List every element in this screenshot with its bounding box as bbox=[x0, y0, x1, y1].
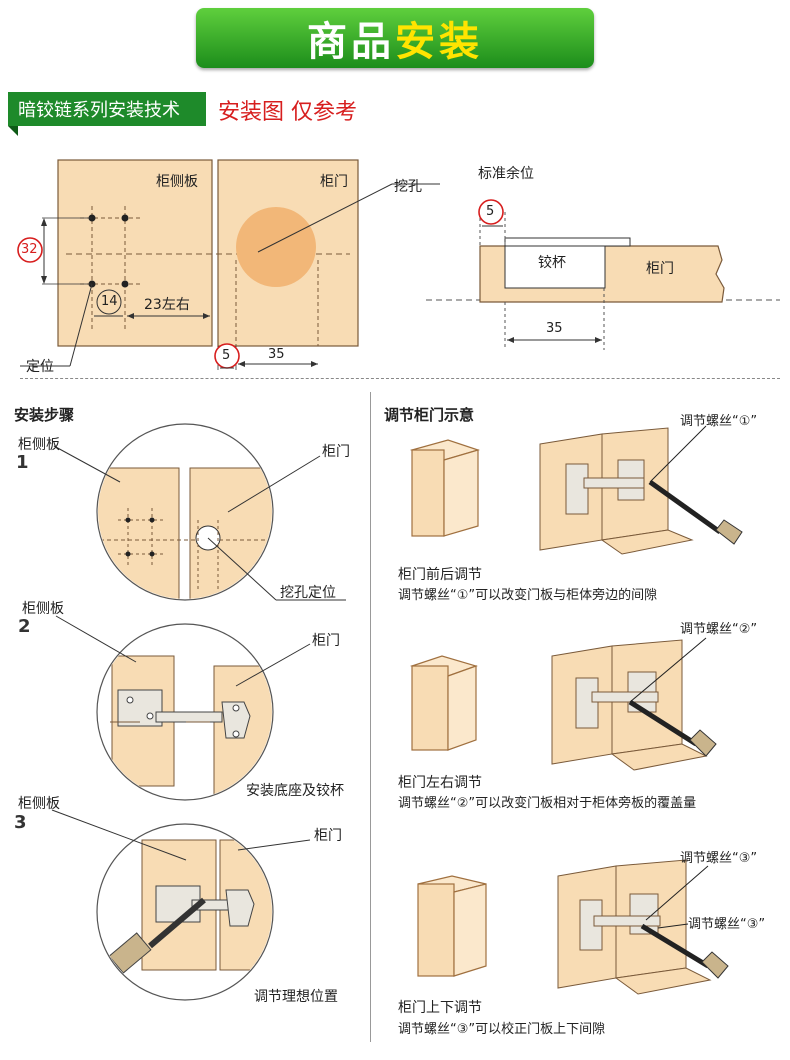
step2-side-label: 柜侧板 bbox=[22, 601, 64, 617]
step3-number: 3 bbox=[14, 812, 27, 833]
adjust1-caption: 柜门前后调节 bbox=[398, 567, 482, 583]
section-tag-fold bbox=[8, 126, 18, 136]
divider-horizontal bbox=[20, 378, 780, 379]
divider-vertical bbox=[370, 392, 371, 1042]
section-tag: 暗铰链系列安装技术 bbox=[8, 92, 206, 126]
section-banner: 商品安装 bbox=[196, 8, 594, 68]
cup-hole bbox=[236, 207, 316, 287]
step2-number: 2 bbox=[18, 616, 31, 637]
adjust3-desc: 调节螺丝“③”可以校正门板上下间隙 bbox=[398, 1022, 606, 1037]
adjust-title: 调节柜门示意 bbox=[384, 406, 475, 424]
dim-14: 14 bbox=[101, 294, 118, 309]
hole-label: 挖孔 bbox=[394, 179, 422, 195]
adjust-illustration bbox=[409, 425, 743, 995]
door-label: 柜门 bbox=[320, 174, 348, 190]
dim-35-left: 35 bbox=[268, 347, 285, 362]
dim-23: 23左右 bbox=[144, 297, 190, 313]
adjust2-desc: 调节螺丝“②”可以改变门板相对于柜体旁板的覆盖量 bbox=[398, 796, 697, 811]
adjust2-caption: 柜门左右调节 bbox=[398, 775, 482, 791]
hinge-cup-section bbox=[504, 237, 631, 247]
step2-caption: 安装底座及铰杯 bbox=[246, 783, 344, 799]
dim-5-right: 5 bbox=[486, 204, 495, 219]
cup-label: 铰杯 bbox=[538, 255, 566, 271]
dim-35-right: 35 bbox=[546, 321, 563, 336]
dim-32: 32 bbox=[21, 242, 38, 257]
install-steps-title: 安装步骤 bbox=[14, 406, 75, 424]
step3-door-label: 柜门 bbox=[314, 828, 342, 844]
banner-title-part2: 安装 bbox=[395, 19, 483, 65]
adjust2-screw-label: 调节螺丝“②” bbox=[680, 622, 758, 637]
step1-number: 1 bbox=[16, 452, 29, 473]
adjust1-desc: 调节螺丝“①”可以改变门板与柜体旁边的间隙 bbox=[398, 588, 658, 603]
drilling-diagram bbox=[17, 159, 780, 370]
adjust3-screw-label2: 调节螺丝“③” bbox=[688, 917, 766, 932]
install-steps-illustration bbox=[51, 423, 346, 1001]
side-panel-label: 柜侧板 bbox=[156, 174, 198, 190]
step1-door-label: 柜门 bbox=[322, 444, 350, 460]
door-section-label: 柜门 bbox=[646, 261, 674, 277]
step2-door-label: 柜门 bbox=[312, 633, 340, 649]
dim-5-left: 5 bbox=[222, 348, 231, 363]
adjust3-screw-label: 调节螺丝“③” bbox=[680, 851, 758, 866]
adjust1-screw-label: 调节螺丝“①” bbox=[680, 414, 758, 429]
banner-title-part1: 商品 bbox=[307, 19, 395, 65]
adjust3-caption: 柜门上下调节 bbox=[398, 1000, 482, 1016]
position-label: 定位 bbox=[26, 359, 54, 375]
step3-side-label: 柜侧板 bbox=[18, 796, 60, 812]
step1-caption: 挖孔定位 bbox=[280, 585, 336, 601]
standard-margin-label: 标准余位 bbox=[478, 166, 534, 182]
diagram-subtitle: 安装图 仅参考 bbox=[218, 100, 357, 125]
step1-side-label: 柜侧板 bbox=[18, 437, 60, 453]
step3-caption: 调节理想位置 bbox=[254, 989, 338, 1005]
